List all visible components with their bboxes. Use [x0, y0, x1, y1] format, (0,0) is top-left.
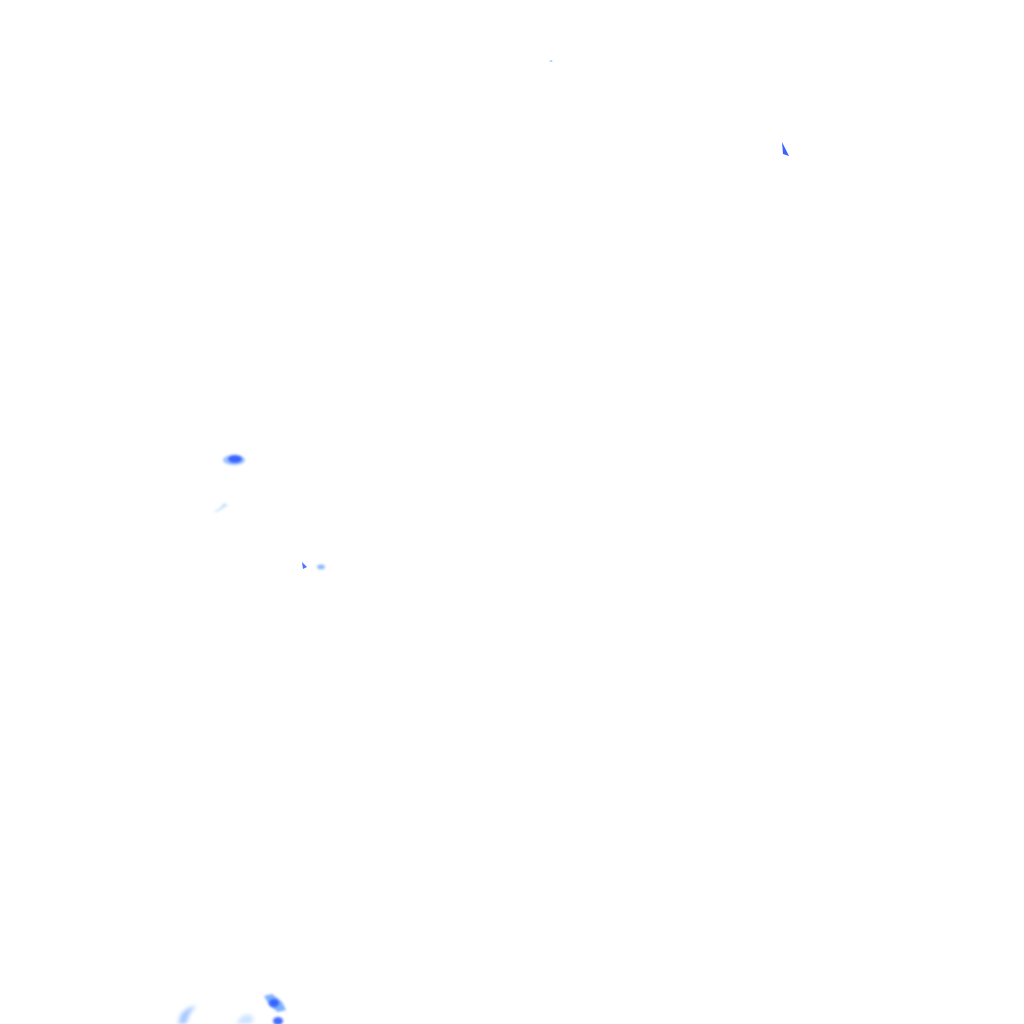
radar-echo — [782, 142, 789, 156]
radar-echo-cluster — [178, 994, 286, 1024]
radar-echo — [214, 503, 228, 512]
radar-echo — [236, 1014, 254, 1024]
radar-echo — [178, 1006, 196, 1024]
radar-echo — [273, 1017, 283, 1024]
radar-echo — [317, 564, 325, 570]
radar-echo — [269, 999, 279, 1007]
radar-echo — [549, 60, 553, 62]
radar-echo-cluster — [223, 455, 245, 465]
radar-echo — [302, 562, 307, 569]
radar-echo-cluster — [214, 503, 228, 512]
radar-echo — [228, 455, 242, 463]
